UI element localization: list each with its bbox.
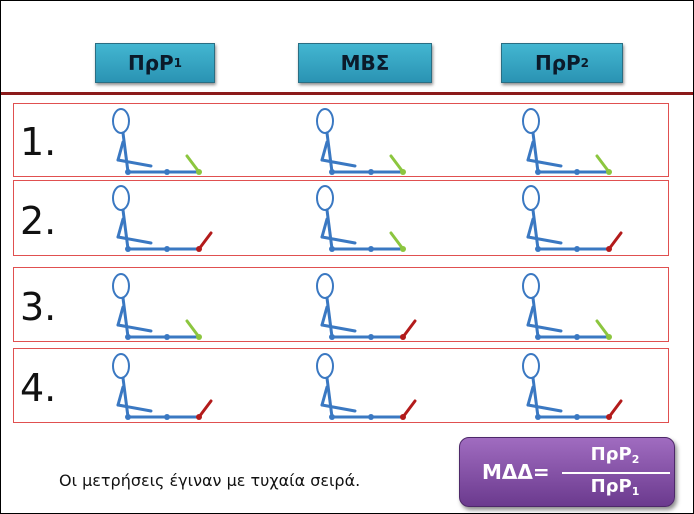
seated-figure-red <box>112 353 213 420</box>
seated-figure-red <box>522 353 623 420</box>
foot-red <box>607 231 623 251</box>
header-mbs-button[interactable]: ΜΒΣ <box>298 43 432 83</box>
formula-numerator-base: ΠρΡ <box>590 444 632 465</box>
formula-button[interactable]: ΜΔΔ= ΠρΡ2 ΠρΡ1 <box>459 437 675 507</box>
formula-lhs: ΜΔΔ= <box>482 460 550 484</box>
seated-figure-green <box>522 108 612 175</box>
formula-denominator-base: ΠρΡ <box>590 476 632 497</box>
foot-green <box>185 154 201 174</box>
foot-red <box>401 319 417 339</box>
header-prr2-label: ΠρΡ <box>534 51 581 75</box>
formula-denominator: ΠρΡ1 <box>560 476 670 498</box>
formula-denominator-sub: 1 <box>631 485 640 498</box>
row-number: 2. <box>20 199 57 243</box>
foot-red <box>607 399 623 419</box>
foot-red <box>197 399 213 419</box>
foot-red <box>401 399 417 419</box>
foot-green <box>389 154 405 174</box>
row-number: 4. <box>20 366 57 410</box>
formula-numerator: ΠρΡ2 <box>560 444 670 466</box>
header-divider <box>1 92 693 95</box>
seated-figure-green <box>316 108 406 175</box>
foot-red <box>197 231 213 251</box>
seated-figure-red <box>112 185 213 252</box>
foot-green <box>185 319 201 339</box>
seated-figure-red <box>522 185 623 252</box>
trial-row: 3. <box>13 267 669 342</box>
header-prr2-sub: 2 <box>580 56 590 70</box>
seated-figure-red <box>316 273 417 340</box>
foot-green <box>595 319 611 339</box>
row-number: 3. <box>20 285 57 329</box>
footnote: Οι μετρήσεις έγιναν με τυχαία σειρά. <box>59 471 361 490</box>
row-number: 1. <box>20 120 57 164</box>
trial-row: 4. <box>13 348 669 423</box>
header-prr1-sub: 1 <box>173 56 183 70</box>
formula-fraction-bar <box>562 472 670 474</box>
trial-row: 2. <box>13 180 669 256</box>
foot-green <box>595 154 611 174</box>
foot-green <box>389 231 405 251</box>
trial-row: 1. <box>13 103 669 177</box>
seated-figure-green <box>112 108 202 175</box>
header-prr1-label: ΠρΡ <box>127 51 174 75</box>
seated-figure-green <box>522 273 612 340</box>
seated-figure-red <box>316 353 417 420</box>
seated-figure-green <box>316 185 406 252</box>
header-mbs-label: ΜΒΣ <box>340 51 390 75</box>
seated-figure-green <box>112 273 202 340</box>
formula-numerator-sub: 2 <box>631 453 640 466</box>
